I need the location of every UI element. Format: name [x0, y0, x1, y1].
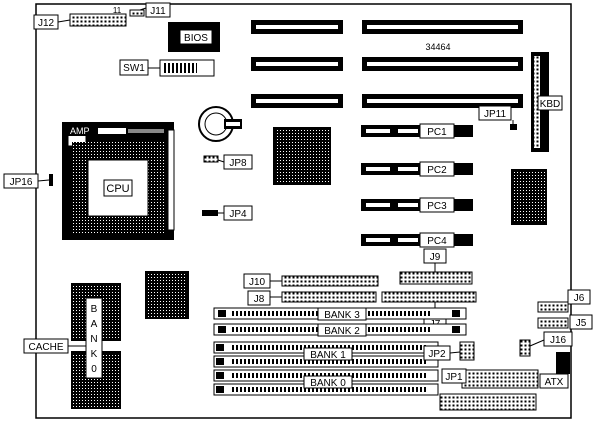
bank3-label: BANK 3: [324, 310, 360, 321]
jp11-label: JP11: [484, 109, 506, 120]
jp4-label: JP4: [229, 209, 247, 220]
bios-label: BIOS: [184, 33, 208, 44]
cache-bank-letter-3: N: [90, 334, 97, 345]
bank2-label: BANK 2: [324, 326, 360, 337]
j8-header: [281, 291, 377, 303]
j9-label: J9: [430, 252, 441, 263]
j9-header: [399, 271, 473, 285]
j16-callout: J16: [543, 331, 573, 347]
j8-callout: J8: [247, 290, 271, 306]
jp11-callout: JP11: [478, 105, 512, 121]
simm-bank-2: BANK 2: [213, 323, 467, 337]
jp16-label: JP16: [10, 177, 33, 188]
cache-label: CACHE: [28, 342, 63, 353]
j10-header: [281, 275, 379, 287]
jp1-label: JP1: [445, 372, 463, 383]
jp4-jumper: [202, 210, 218, 216]
pc4-label: PC4: [427, 236, 447, 247]
j6-callout: J6: [567, 289, 591, 305]
j5-connector: [537, 317, 569, 329]
atx-callout: ATX: [539, 373, 569, 389]
j11-callout: J11: [145, 2, 171, 18]
pci-slot-pc2: PC2: [361, 161, 473, 177]
amp-label: AMP: [70, 126, 90, 136]
j8-label: J8: [254, 294, 265, 305]
sw1-label: SW1: [123, 63, 145, 74]
kbd-label: KBD: [540, 99, 561, 110]
j12-label: J12: [38, 18, 55, 29]
bank0-label: BANK 0: [310, 378, 346, 389]
simm-bank-3: BANK 3: [213, 307, 467, 321]
jp2-label: JP2: [428, 349, 446, 360]
jp8-callout: JP8: [223, 154, 253, 170]
board-id-label: 34464: [425, 42, 450, 52]
jp11-jumper: [510, 124, 517, 130]
j16-connector: [519, 339, 531, 357]
j12-callout: J12: [33, 14, 59, 30]
pci-slot-pc3: PC3: [361, 197, 473, 213]
j11-label: J11: [150, 6, 166, 17]
jp4-callout: JP4: [223, 205, 253, 221]
j6-connector: [537, 301, 569, 313]
cache-bank-letter-4: K: [91, 349, 98, 360]
pci-slot-pc4: PC4: [361, 232, 473, 248]
chipset-1: [273, 127, 331, 185]
jp2-callout: JP2: [423, 345, 451, 361]
cache-bank-letter-5: 0: [91, 364, 97, 375]
jp2-jumper: [459, 341, 475, 361]
j10-callout: J10: [243, 273, 271, 289]
pc1-label: PC1: [427, 127, 447, 138]
chipset-2: [145, 271, 189, 319]
cpu-socket: AMP CPU: [62, 122, 175, 240]
jp8-jumper: [203, 155, 219, 163]
j12-connector: [69, 13, 127, 27]
chipset-3: [511, 169, 547, 225]
cpu-label: CPU: [106, 183, 129, 195]
simm-bank-0: BANK 0: [213, 369, 439, 396]
atx-connector: [461, 369, 539, 389]
jp16-jumper: [49, 174, 53, 186]
pc3-label: PC3: [427, 201, 447, 212]
jp16-callout: JP16: [3, 173, 39, 189]
cache-modules: B A N K 0: [71, 283, 121, 409]
jp1-callout: JP1: [441, 368, 467, 384]
cache-callout: CACHE: [23, 338, 69, 354]
cache-bank-letter-1: B: [91, 304, 98, 315]
jp8-label: JP8: [229, 158, 247, 169]
pci-slot-pc1: PC1: [361, 123, 473, 139]
j9-callout: J9: [423, 248, 447, 264]
io-connector-bottom: [439, 393, 537, 411]
pin-11-label: 11: [113, 6, 122, 15]
pc2-label: PC2: [427, 165, 447, 176]
kbd-callout: KBD: [537, 95, 563, 111]
isa-slots-right: [362, 20, 523, 108]
atx-label: ATX: [545, 377, 564, 388]
power-connector-right: [556, 352, 570, 374]
bank1-label: BANK 1: [310, 350, 346, 361]
j6-label: J6: [574, 293, 585, 304]
cache-bank-letter-2: A: [91, 319, 98, 330]
isa-slots-left: [251, 20, 343, 108]
j7-header: [381, 291, 477, 303]
j10-label: J10: [249, 277, 266, 288]
j16-label: J16: [550, 335, 567, 346]
j11-connector: [129, 9, 145, 17]
sw1-callout: SW1: [119, 59, 149, 76]
j5-callout: J5: [569, 314, 593, 330]
j5-label: J5: [576, 318, 587, 329]
